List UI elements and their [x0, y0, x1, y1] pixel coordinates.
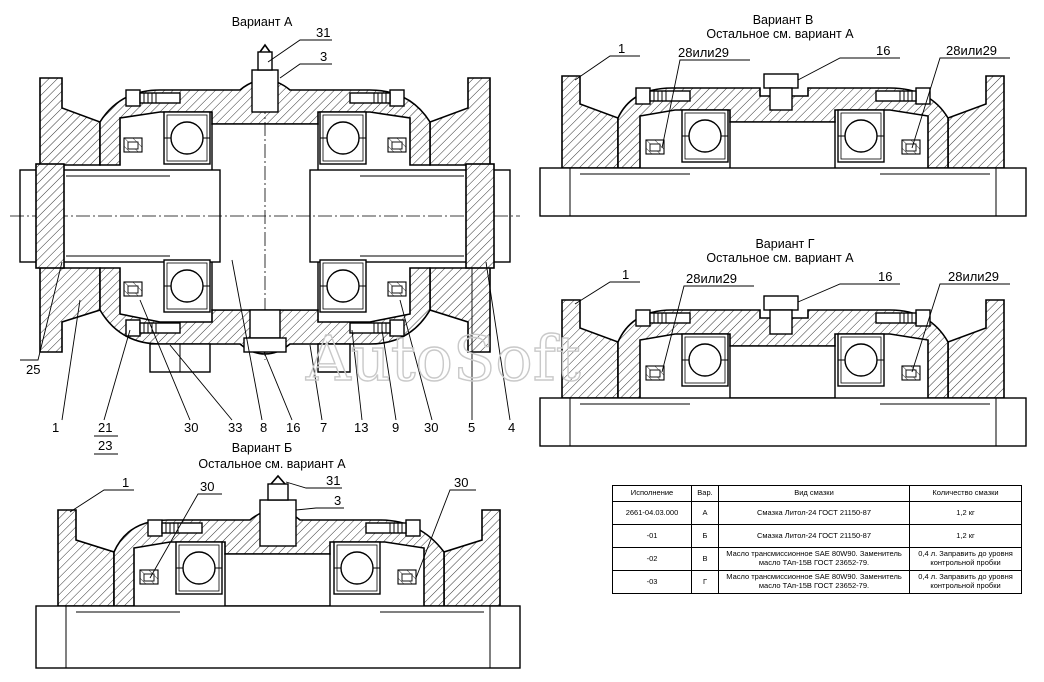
table-row: -01 Б Смазка Литол-24 ГОСТ 21150-87 1,2 …	[612, 524, 1022, 548]
table-header-row: Исполнение Вар. Вид смазки Количество см…	[612, 485, 1022, 502]
table-cell: Г	[691, 570, 719, 594]
callout-g-28-right: 28или29	[948, 269, 999, 284]
callout-g-1: 1	[622, 267, 629, 282]
callout-a-23: 23	[98, 438, 112, 453]
callout-b-30-right: 30	[454, 475, 468, 490]
variant-v-title: Вариант В	[753, 13, 814, 27]
callout-a-3: 3	[320, 49, 327, 64]
callout-b-1: 1	[122, 475, 129, 490]
col-header-variant: Вар.	[691, 485, 719, 502]
table-cell: 2661-04.03.000	[612, 501, 692, 525]
callout-a-bottom-leaders	[61, 259, 511, 421]
callout-a-13: 13	[354, 420, 368, 435]
callout-v-16: 16	[876, 43, 890, 58]
table-cell: -02	[612, 547, 692, 571]
callout-v-1: 1	[618, 41, 625, 56]
table-cell: -01	[612, 524, 692, 548]
variant-b-drawing: Вариант Б Остальное см. вариант А 1 30 3…	[35, 441, 521, 669]
table-cell: В	[691, 547, 719, 571]
variant-g-subtitle: Остальное см. вариант А	[706, 251, 854, 265]
callout-a-30-right: 30	[424, 420, 438, 435]
table-cell: Б	[691, 524, 719, 548]
variant-g-title: Вариант Г	[755, 237, 814, 251]
callout-a-5: 5	[468, 420, 475, 435]
variant-v-subtitle: Остальное см. вариант А	[706, 27, 854, 41]
callout-v-28-right: 28или29	[946, 43, 997, 58]
callout-a-1: 1	[52, 420, 59, 435]
callout-b-30-left: 30	[200, 479, 214, 494]
variant-a-title: Вариант А	[232, 15, 293, 29]
table-cell: Масло трансмиссионное SAE 80W90. Заменит…	[718, 547, 910, 571]
callout-a-30-left: 30	[184, 420, 198, 435]
callout-v-28-left: 28или29	[678, 45, 729, 60]
callout-a-25: 25	[26, 362, 40, 377]
table-row: -02 В Масло трансмиссионное SAE 80W90. З…	[612, 547, 1022, 571]
table-cell: А	[691, 501, 719, 525]
callout-g-16: 16	[878, 269, 892, 284]
variant-g-drawing: Вариант Г Остальное см. вариант А 1 28ил…	[539, 237, 1027, 447]
callout-a-8: 8	[260, 420, 267, 435]
callout-a-33: 33	[228, 420, 242, 435]
col-header-quantity: Количество смазки	[909, 485, 1022, 502]
table-row: 2661-04.03.000 А Смазка Литол-24 ГОСТ 21…	[612, 501, 1022, 525]
table-cell: Смазка Литол-24 ГОСТ 21150-87	[718, 501, 910, 525]
variant-b-subtitle: Остальное см. вариант А	[198, 457, 346, 471]
callout-a-31: 31	[316, 25, 330, 40]
callout-a-7: 7	[320, 420, 327, 435]
table-cell: -03	[612, 570, 692, 594]
table-cell: 0,4 л. Заправить до уровня контрольной п…	[909, 570, 1022, 594]
lubrication-table: Исполнение Вар. Вид смазки Количество см…	[612, 485, 1022, 594]
variant-a-drawing: Вариант А	[10, 15, 520, 455]
table-cell: 1,2 кг	[909, 501, 1022, 525]
table-cell: 0,4 л. Заправить до уровня контрольной п…	[909, 547, 1022, 571]
variant-v-drawing: Вариант В Остальное см. вариант А 1 28ил…	[539, 13, 1027, 217]
variant-b-title: Вариант Б	[232, 441, 292, 455]
callout-a-21: 21	[98, 420, 112, 435]
callout-b-3: 3	[334, 493, 341, 508]
callout-a-9: 9	[392, 420, 399, 435]
callout-b-31: 31	[326, 473, 340, 488]
callout-a-16: 16	[286, 420, 300, 435]
table-cell: 1,2 кг	[909, 524, 1022, 548]
table-cell: Смазка Литол-24 ГОСТ 21150-87	[718, 524, 910, 548]
table-cell: Масло трансмиссионное SAE 80W90. Заменит…	[718, 570, 910, 594]
callout-g-28-left: 28или29	[686, 271, 737, 286]
col-header-lubricant: Вид смазки	[718, 485, 910, 502]
col-header-execution: Исполнение	[612, 485, 692, 502]
watermark-text: AutoSoft	[305, 322, 581, 395]
callout-a-4: 4	[508, 420, 515, 435]
table-row: -03 Г Масло трансмиссионное SAE 80W90. З…	[612, 570, 1022, 594]
